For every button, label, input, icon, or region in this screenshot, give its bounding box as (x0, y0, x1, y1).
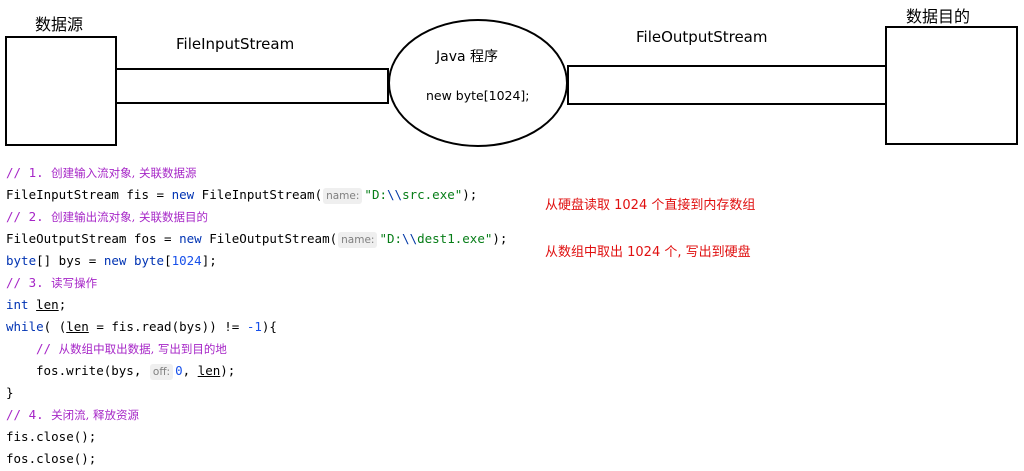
parameter-hint: name: (323, 188, 363, 204)
input-stream-label: FileInputStream (176, 35, 295, 53)
code-line-int-len: int len; (6, 297, 67, 312)
code-line-write: fos.write(bys, off:0, len); (36, 363, 236, 380)
code-comment-3: // 3. 读写操作 (6, 275, 98, 290)
input-stream-pipe (115, 68, 389, 104)
parameter-hint: off: (149, 364, 174, 380)
java-program-title: Java 程序 (436, 49, 499, 65)
code-comment-2: // 2. 创建输出流对象, 关联数据目的 (6, 209, 208, 224)
parameter-hint: name: (338, 232, 378, 248)
code-line-while: while( (len = fis.read(bys)) != -1){ (6, 319, 277, 334)
code-comment-4: // 从数组中取出数据, 写出到目的地 (36, 341, 227, 356)
code-comment-5: // 4. 关闭流, 释放资源 (6, 407, 139, 422)
code-block: // 1. 创建输入流对象, 关联数据源 FileInputStream fis… (6, 162, 507, 470)
read-note: 从硬盘读取 1024 个直接到内存数组 (545, 198, 756, 213)
write-note: 从数组中取出 1024 个, 写出到硬盘 (545, 245, 751, 260)
output-stream-pipe (567, 65, 887, 105)
code-line-input-stream: FileInputStream fis = new FileInputStrea… (6, 187, 478, 204)
target-label: 数据目的 (906, 7, 971, 26)
source-box (5, 36, 117, 146)
target-box (885, 26, 1018, 145)
code-comment-1: // 1. 创建输入流对象, 关联数据源 (6, 165, 197, 180)
code-line-close-brace: } (6, 385, 14, 400)
code-line-fos-close: fos.close(); (6, 451, 97, 466)
java-program-ellipse (388, 19, 568, 147)
java-program-code: new byte[1024]; (426, 88, 530, 103)
code-line-byte-array: byte[] bys = new byte[1024]; (6, 253, 217, 268)
code-line-fis-close: fis.close(); (6, 429, 97, 444)
code-line-output-stream: FileOutputStream fos = new FileOutputStr… (6, 231, 508, 248)
output-stream-label: FileOutputStream (636, 28, 768, 46)
source-label: 数据源 (35, 15, 84, 34)
